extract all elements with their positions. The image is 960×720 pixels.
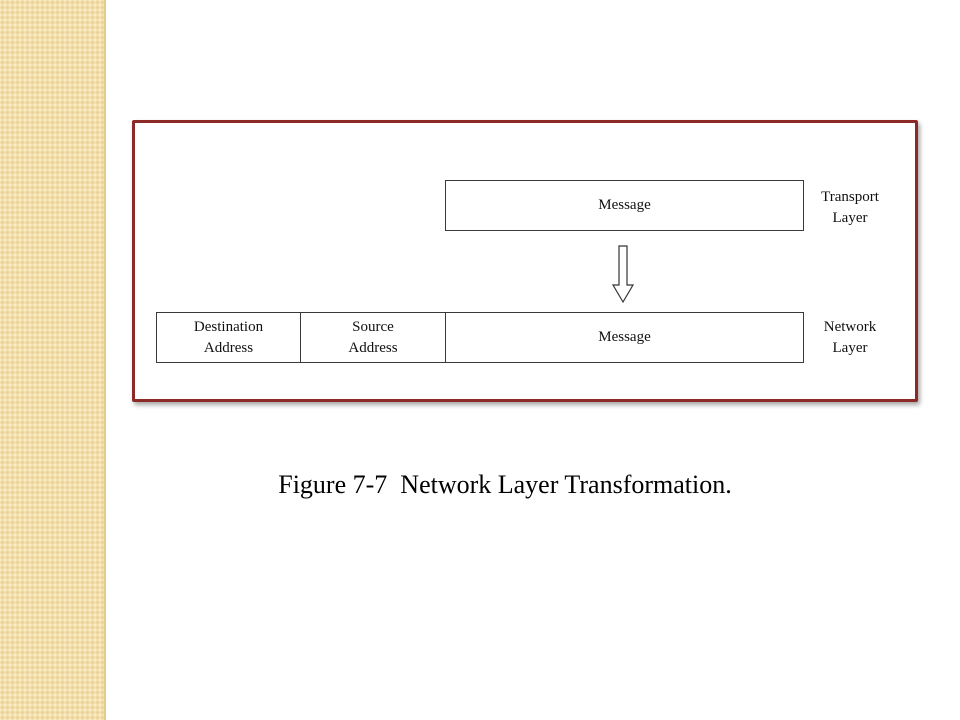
down-arrow-icon [611, 245, 635, 304]
decorative-side-strip [0, 0, 106, 720]
transport-message-label: Message [598, 197, 651, 213]
transport-message-box: Message [445, 180, 804, 231]
destination-address-label: Destination Address [193, 318, 264, 356]
figure-caption: Figure 7-7 Network Layer Transformation. [278, 470, 732, 499]
source-address-box: Source Address [300, 312, 446, 363]
figure-frame: Message Transport Layer Destination Addr… [132, 120, 918, 402]
network-layer-label: Network Layer [823, 319, 877, 356]
destination-address-box: Destination Address [156, 312, 301, 363]
network-message-box: Message [445, 312, 804, 363]
network-message-label: Message [598, 329, 651, 345]
network-layer-diagram: Message Transport Layer Destination Addr… [135, 123, 915, 399]
side-strip-edge [104, 0, 106, 720]
source-address-label: Source Address [348, 318, 398, 356]
transport-layer-label: Transport Layer [821, 189, 879, 226]
